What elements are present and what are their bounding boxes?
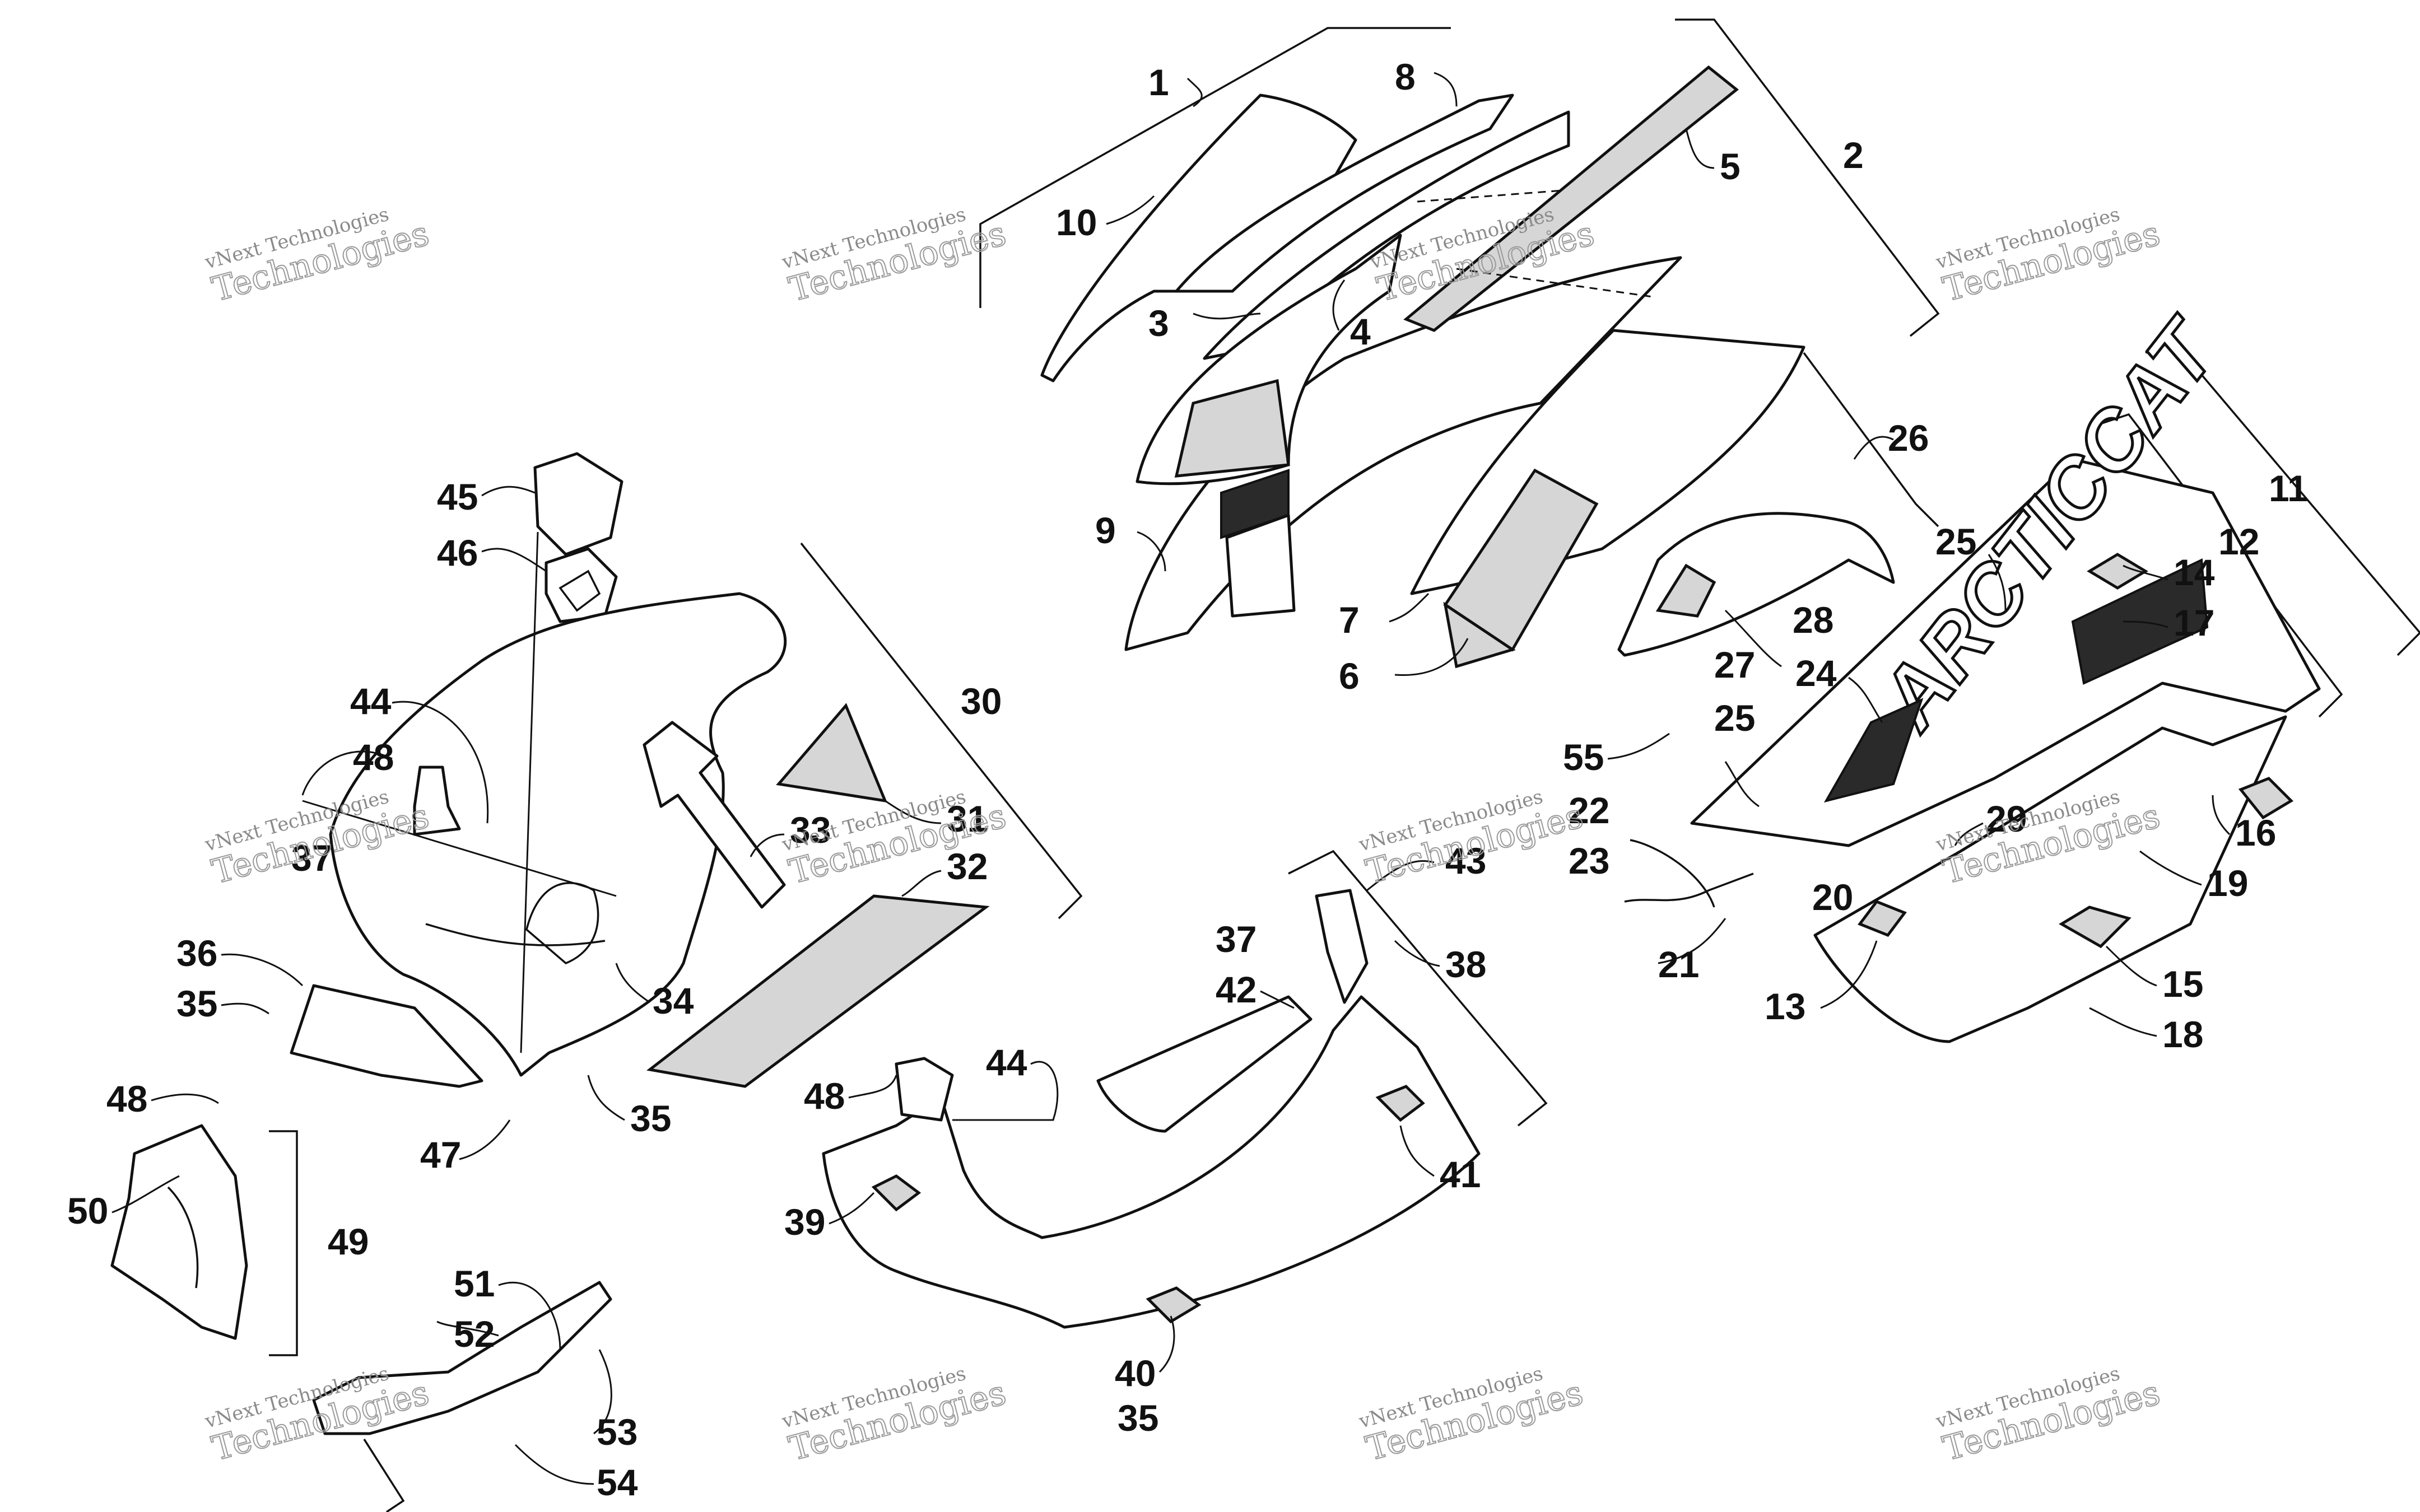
callout-16: 16 <box>2235 812 2276 853</box>
callout-9: 9 <box>1095 510 1116 551</box>
leader-lines <box>111 72 2231 1485</box>
console-assembly <box>290 452 1083 1088</box>
callout-5: 5 <box>1720 146 1740 187</box>
callout-51: 51 <box>454 1263 495 1304</box>
callout-8: 8 <box>1395 56 1416 97</box>
callout-34: 34 <box>653 980 694 1021</box>
callout-53: 53 <box>597 1411 637 1453</box>
callout-41: 41 <box>1440 1154 1481 1195</box>
callout-15: 15 <box>2162 963 2203 1005</box>
callout-29: 29 <box>1986 798 2027 839</box>
callout-37b: 37 <box>1216 918 1256 960</box>
callout-35b: 35 <box>630 1098 671 1139</box>
callout-44a: 44 <box>350 680 392 722</box>
callout-40: 40 <box>1115 1352 1156 1394</box>
callout-4: 4 <box>1350 311 1371 352</box>
callout-2: 2 <box>1843 134 1864 176</box>
callout-7: 7 <box>1339 599 1360 641</box>
callout-45: 45 <box>437 476 478 517</box>
callout-48c: 48 <box>804 1075 845 1117</box>
callout-38: 38 <box>1445 944 1486 985</box>
callout-25a: 25 <box>1714 697 1755 739</box>
callout-11: 11 <box>2269 468 2308 509</box>
callout-12: 12 <box>2218 521 2259 562</box>
callout-32: 32 <box>947 846 988 887</box>
belly-pan-assembly <box>822 850 1548 1329</box>
callout-49: 49 <box>328 1221 369 1262</box>
callout-42: 42 <box>1216 969 1256 1010</box>
callout-43: 43 <box>1445 840 1486 881</box>
callout-18: 18 <box>2162 1014 2203 1055</box>
callout-17: 17 <box>2174 602 2214 643</box>
callout-22: 22 <box>1569 790 1609 831</box>
callout-35a: 35 <box>176 983 217 1024</box>
callout-10: 10 <box>1056 202 1097 243</box>
callout-47: 47 <box>420 1134 461 1175</box>
lower-brackets <box>110 1124 612 1512</box>
callout-labels: 1 2 3 4 5 6 7 8 9 10 11 12 13 14 15 16 1… <box>67 56 2308 1503</box>
callout-28: 28 <box>1793 599 1833 641</box>
callout-23: 23 <box>1569 840 1609 881</box>
callout-37a: 37 <box>291 837 332 879</box>
callout-14: 14 <box>2174 552 2215 593</box>
callout-48b: 48 <box>106 1078 147 1119</box>
callout-33: 33 <box>790 809 831 851</box>
callout-50: 50 <box>67 1190 108 1231</box>
callout-36: 36 <box>176 932 217 974</box>
callout-35c: 35 <box>1118 1397 1158 1439</box>
callout-19: 19 <box>2207 862 2248 904</box>
callout-30: 30 <box>961 680 1002 722</box>
callout-54: 54 <box>597 1462 638 1503</box>
callout-52: 52 <box>454 1313 495 1355</box>
callout-6: 6 <box>1339 655 1360 697</box>
callout-3: 3 <box>1148 302 1169 344</box>
callout-24: 24 <box>1795 652 1837 694</box>
callout-44b: 44 <box>986 1042 1027 1083</box>
callout-39: 39 <box>784 1201 825 1243</box>
callout-1: 1 <box>1148 62 1169 103</box>
callout-13: 13 <box>1765 986 1805 1027</box>
callout-27: 27 <box>1714 644 1755 685</box>
callout-31: 31 <box>947 798 988 839</box>
callout-46: 46 <box>437 532 478 573</box>
callout-26: 26 <box>1888 417 1929 459</box>
callout-25b: 25 <box>1935 521 1976 562</box>
callout-20: 20 <box>1812 876 1853 918</box>
callout-55: 55 <box>1563 736 1604 778</box>
